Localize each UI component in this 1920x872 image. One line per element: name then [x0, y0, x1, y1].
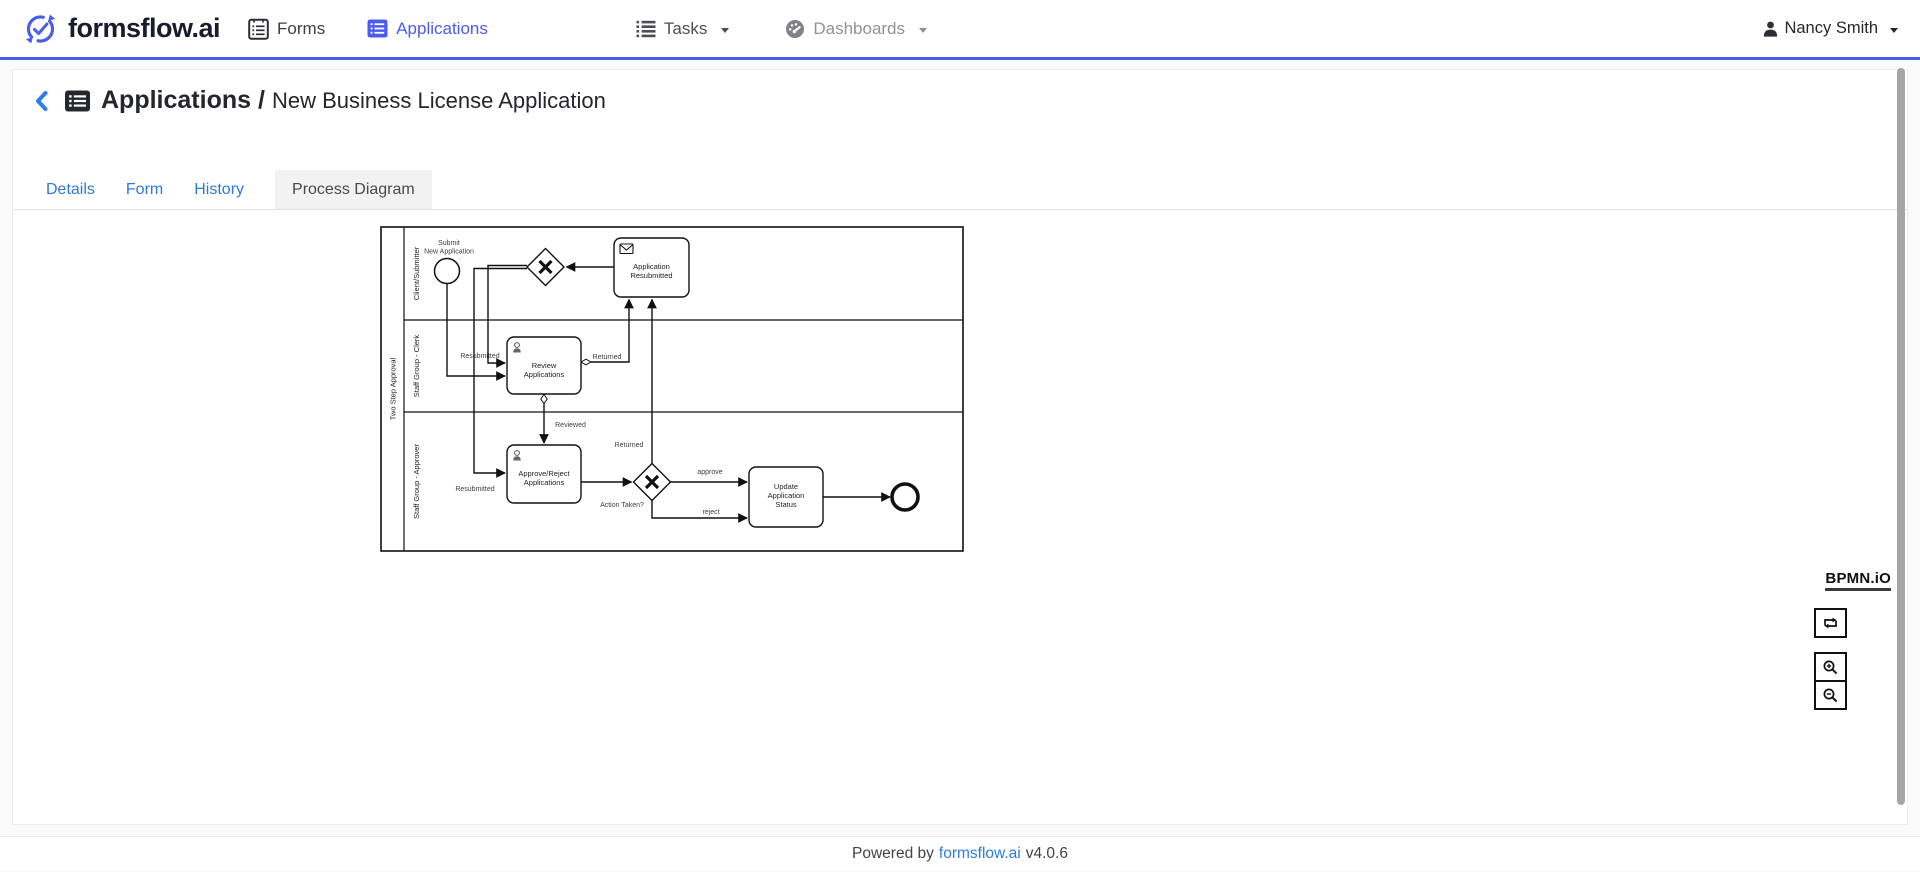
user-icon	[1763, 21, 1778, 37]
user-task-icon	[513, 342, 521, 353]
bpmn-task-application-resubmitted: Application Resubmitted	[613, 237, 690, 298]
lane-label-staff-approver: Staff Group - Approver	[412, 444, 421, 519]
lane-label-staff-clerk: Staff Group - Clerk	[412, 335, 421, 398]
tasks-icon	[636, 20, 656, 38]
gateway-label-action-taken: Action Taken?	[600, 502, 644, 509]
breadcrumb-separator: /	[258, 86, 265, 114]
tab-process-diagram[interactable]: Process Diagram	[275, 170, 432, 209]
task-label-2: Resubmitted	[630, 271, 672, 280]
tab-details[interactable]: Details	[46, 180, 95, 198]
bpmnio-watermark[interactable]: BPMN.iO	[1825, 570, 1891, 591]
tab-bar: Details Form History Process Diagram	[13, 170, 1907, 210]
flow-gateway-to-approve	[473, 267, 527, 478]
task-label-2: Application	[768, 491, 805, 500]
navbar: formsflow.ai Forms	[0, 0, 1920, 60]
task-label-1: Update	[774, 482, 798, 491]
breadcrumb-title: New Business License Application	[271, 88, 606, 113]
formsflow-logo-icon	[22, 8, 59, 50]
nav-item-dashboards[interactable]: Dashboards	[785, 18, 928, 39]
user-task-icon	[513, 450, 521, 461]
task-label-1: Approve/Reject	[518, 469, 570, 478]
chevron-down-icon	[721, 27, 730, 33]
chevron-down-icon	[1890, 27, 1898, 33]
footer-version: v4.0.6	[1025, 844, 1068, 862]
flow-gateway-to-review	[487, 264, 527, 368]
bpmn-task-review-applications: Review Applications	[506, 336, 582, 395]
bpmn-exclusive-gateway-resubmit	[526, 247, 565, 287]
flow-label-reject: reject	[702, 509, 719, 516]
nav-item-label: Applications	[396, 18, 488, 38]
applications-list-icon	[64, 89, 91, 113]
zoom-out-button[interactable]	[1814, 680, 1847, 710]
start-event-label-2: New Application	[424, 249, 474, 256]
tab-form[interactable]: Form	[125, 180, 164, 198]
chevron-down-icon	[919, 27, 928, 33]
task-label-3: Status	[775, 500, 797, 509]
nav-item-label: Tasks	[663, 18, 708, 38]
start-event-label-1: Submit	[438, 240, 460, 247]
lane-label-client-submitter: Client/Submitter	[412, 246, 421, 300]
scrollbar-thumb[interactable]	[1897, 68, 1905, 805]
chevron-left-icon	[34, 90, 49, 112]
bpmn-exclusive-gateway-action-taken	[632, 462, 672, 502]
zoom-out-icon	[1822, 687, 1839, 704]
brand-logo[interactable]: formsflow.ai	[22, 8, 221, 50]
user-menu[interactable]: Nancy Smith	[1763, 19, 1898, 38]
bpmn-canvas[interactable]: Two Step Approval Client/Submitter Staff…	[376, 222, 966, 557]
breadcrumb-section: Applications	[101, 86, 252, 114]
task-label-2: Applications	[524, 478, 565, 487]
flow-label-approve: approve	[697, 469, 722, 476]
bpmn-end-event	[890, 482, 920, 512]
page-title: Applications / New Business License Appl…	[101, 86, 606, 115]
task-label-2: Applications	[524, 370, 565, 379]
flow-label-returned-gateway: Returned	[615, 442, 644, 449]
flow-label-resubmitted-approve: Resubmitted	[455, 486, 494, 493]
conditional-marker	[579, 358, 593, 366]
tab-history[interactable]: History	[194, 180, 245, 198]
flow-label-reviewed: Reviewed	[555, 422, 586, 429]
reset-zoom-button[interactable]	[1814, 608, 1847, 638]
bpmn-task-approve-reject-applications: Approve/Reject Applications	[506, 444, 582, 504]
zoom-in-button[interactable]	[1814, 652, 1847, 682]
nav-item-label: Dashboards	[813, 18, 906, 38]
flow-label-returned-review: Returned	[593, 354, 622, 361]
reset-zoom-icon	[1822, 615, 1839, 631]
conditional-marker	[540, 393, 548, 405]
brand-text: formsflow.ai	[68, 13, 221, 43]
flow-review-returned	[590, 298, 634, 363]
zoom-in-icon	[1822, 659, 1839, 676]
flow-reject-branch	[651, 500, 748, 523]
task-label-1: Review	[532, 361, 557, 370]
applications-icon	[367, 19, 388, 38]
back-button[interactable]	[34, 90, 49, 112]
dashboards-icon	[785, 19, 805, 39]
nav-item-tasks[interactable]: Tasks	[636, 18, 730, 39]
page-header: Applications / New Business License Appl…	[34, 86, 606, 115]
flow-start-to-review	[446, 283, 506, 381]
message-icon	[619, 243, 634, 255]
bpmn-start-event: Submit New Application	[424, 240, 474, 285]
bpmn-task-update-application-status: Update Application Status	[748, 466, 824, 528]
footer-powered-by: Powered by	[852, 844, 934, 862]
nav-item-applications[interactable]: Applications	[367, 19, 488, 39]
bpmn-sequence-flows	[446, 262, 891, 523]
flow-label-resubmitted-review: Resubmitted	[460, 353, 499, 360]
nav-item-forms[interactable]: Forms	[248, 18, 325, 40]
user-name: Nancy Smith	[1784, 19, 1878, 37]
nav-item-label: Forms	[277, 18, 326, 38]
task-label-1: Application	[633, 262, 670, 271]
main-content-card: Applications / New Business License Appl…	[12, 69, 1908, 825]
footer-formsflow-link[interactable]: formsflow.ai	[938, 844, 1021, 862]
pool-label: Two Step Approval	[389, 357, 398, 420]
forms-icon	[248, 18, 269, 40]
footer: Powered by formsflow.ai v4.0.6	[0, 836, 1920, 870]
